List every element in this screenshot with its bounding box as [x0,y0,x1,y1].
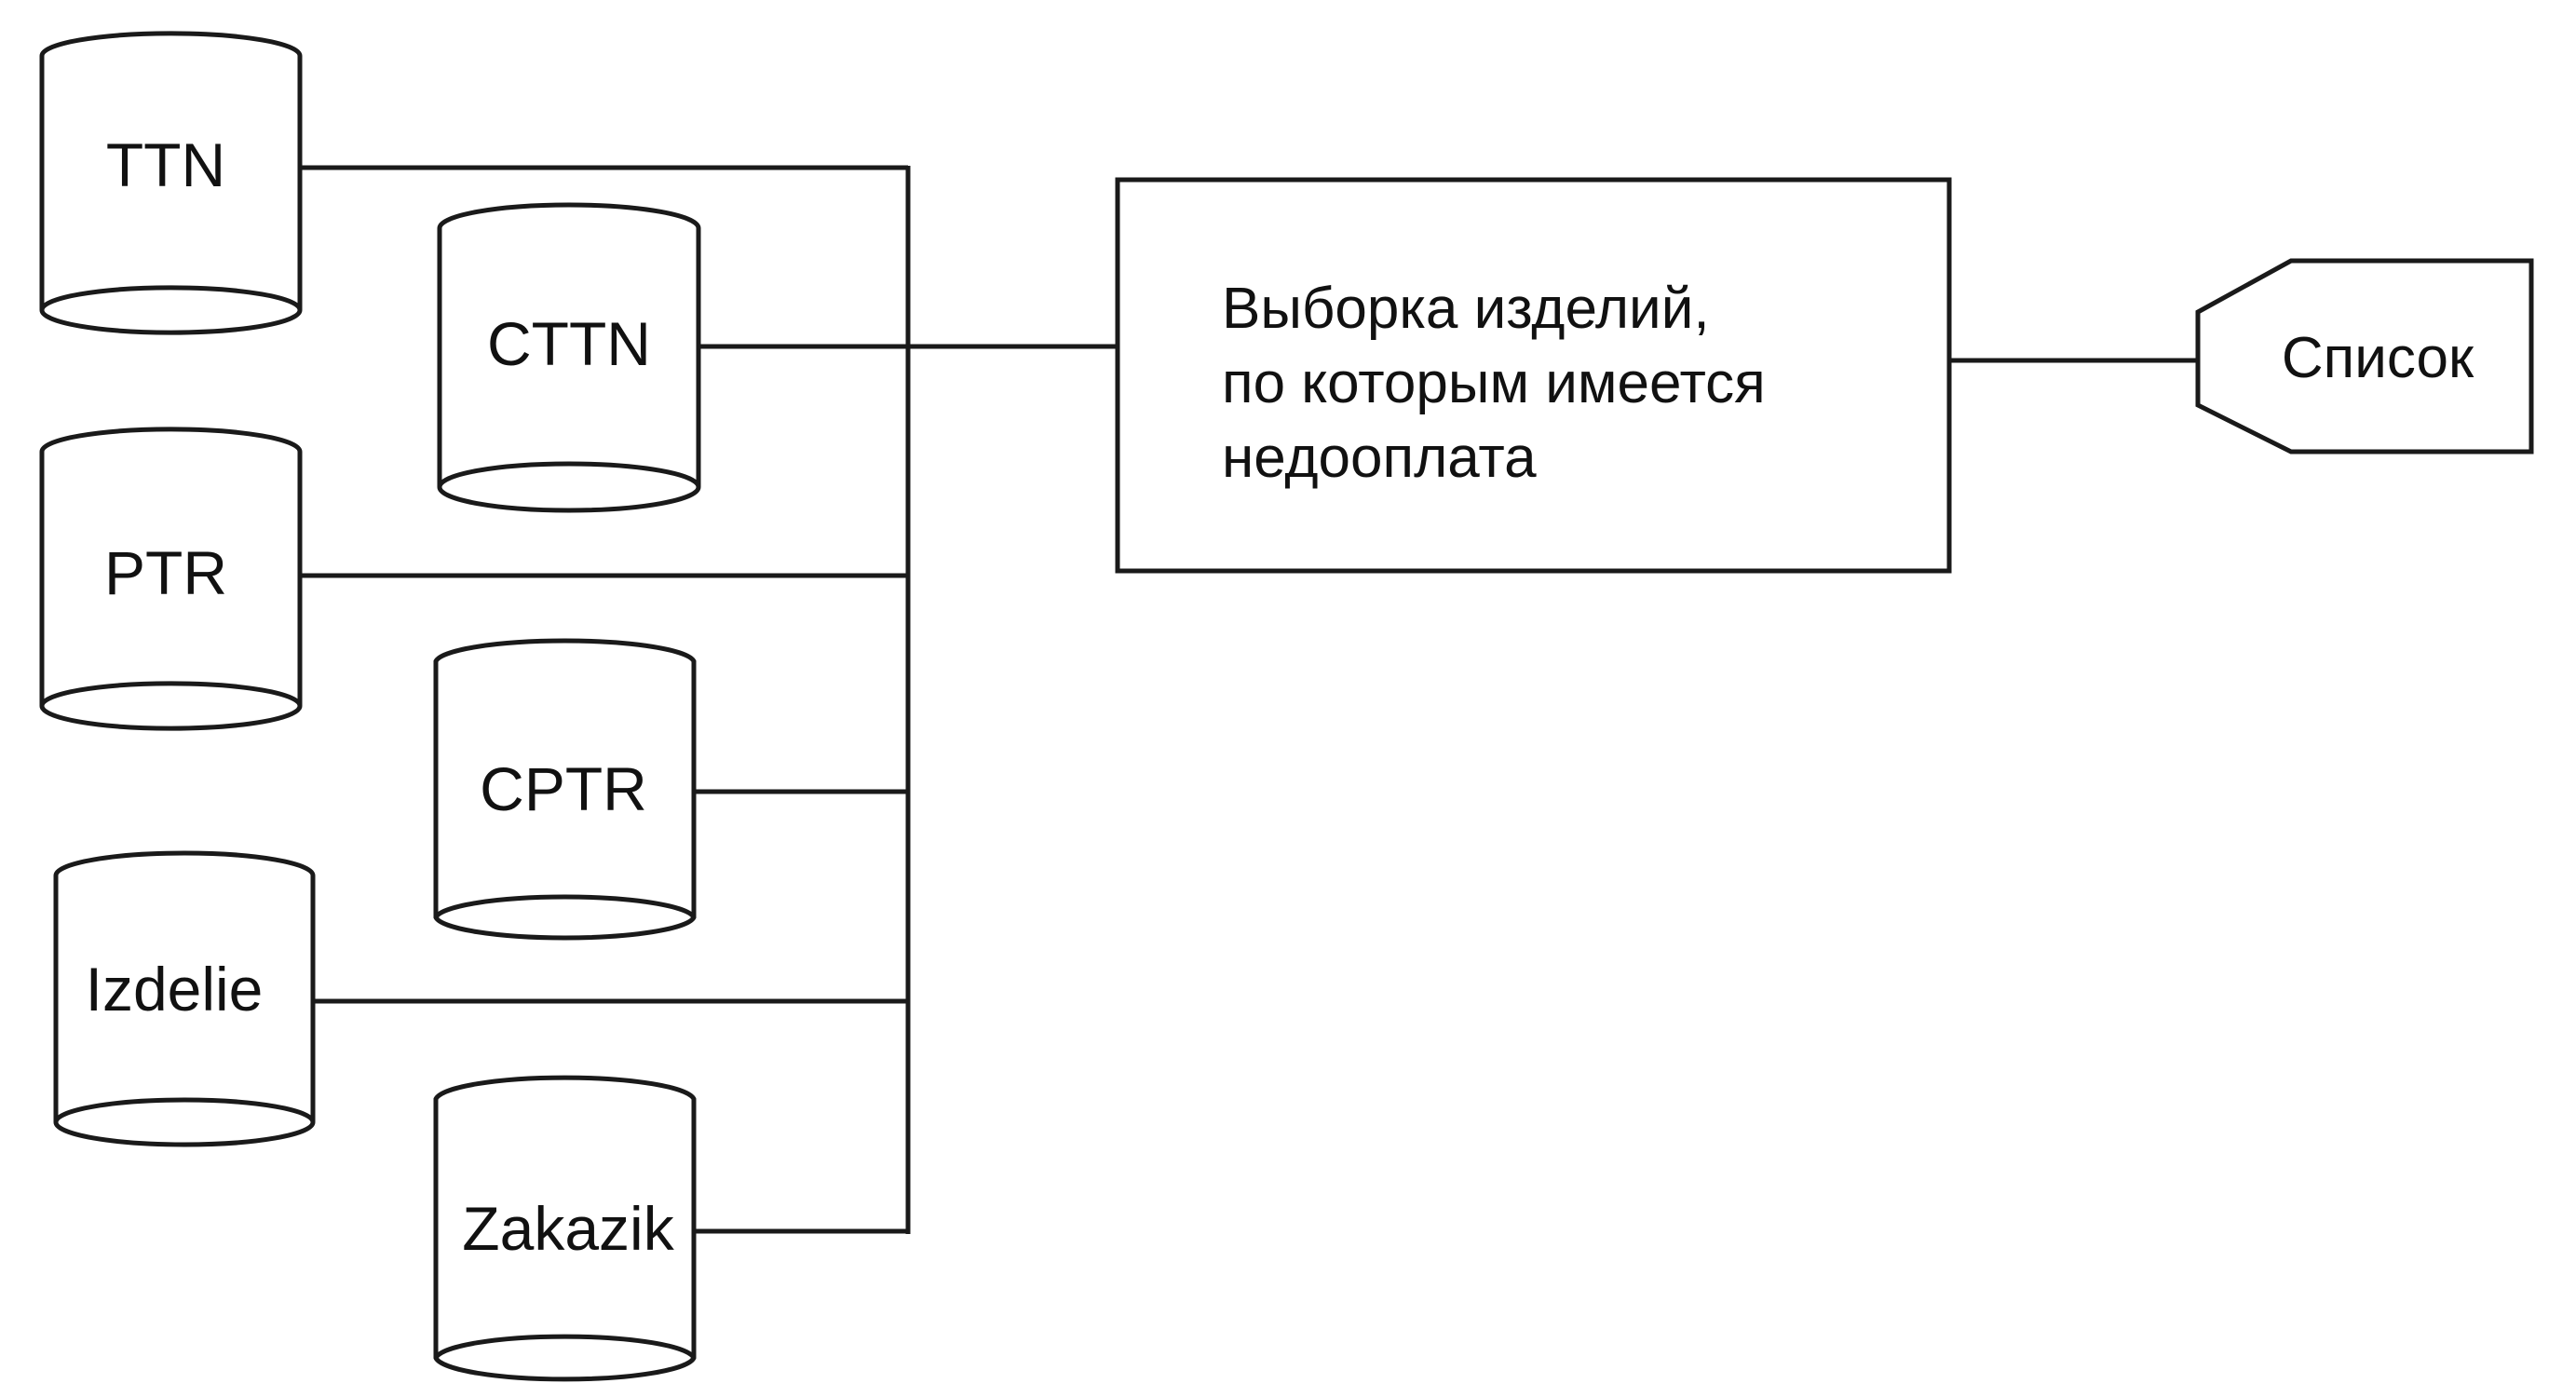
display-shape [2195,258,2534,454]
process-label-line-1: Выборка изделий, [1222,277,1710,341]
database-izdelie: Izdelie [53,850,316,1147]
database-label-ptr: PTR [104,538,227,607]
connectors [300,165,2198,1234]
database-zakazik: Zakazik [433,1075,697,1382]
database-label-izdelie: Izdelie [86,955,264,1024]
database-label-cttn: CTTN [487,309,651,378]
database-label-cptr: CPTR [480,754,647,823]
process-box: Выборка изделий, по которым имеется недо… [1115,177,1952,574]
process-label-line-3: недооплата [1222,426,1537,490]
database-ttn: TTN [39,31,303,335]
database-cttn: CTTN [437,202,701,513]
process-rectangle [1115,177,1952,574]
output-label: Список [2282,326,2474,390]
database-cptr: CPTR [433,638,697,941]
process-label-line-2: по которым имеется [1222,351,1766,415]
database-label-zakazik: Zakazik [462,1194,674,1263]
output-display: Список [2195,258,2534,454]
database-label-ttn: TTN [106,130,225,199]
database-ptr: PTR [39,427,303,731]
